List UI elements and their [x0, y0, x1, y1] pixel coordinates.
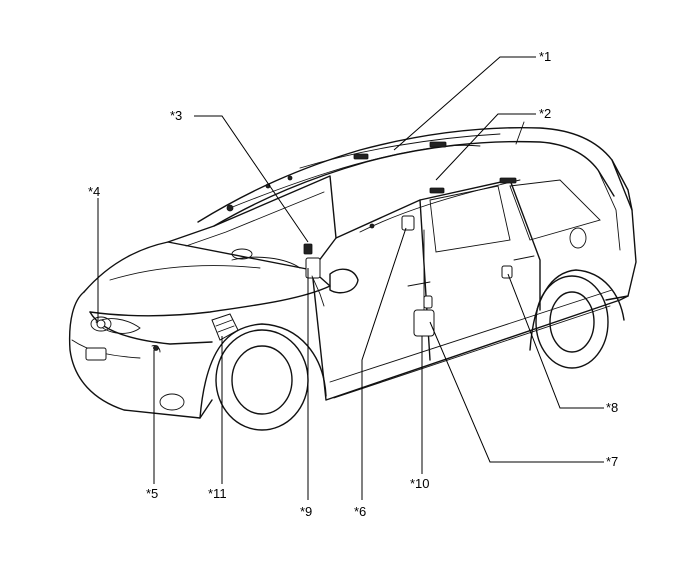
callout-3: *3	[170, 108, 182, 123]
callout-5: *5	[146, 486, 158, 501]
front-pillar-sensor	[303, 243, 313, 255]
leader-line-1	[393, 56, 536, 151]
leader-lines	[97, 56, 604, 500]
curtain-shield-airbag	[226, 141, 481, 212]
leader-line-8	[507, 273, 604, 409]
callout-11: *11	[208, 486, 227, 501]
rear-side-sensor	[501, 265, 513, 279]
callout-1: *1	[539, 49, 551, 64]
callout-10: *10	[410, 476, 430, 491]
front-seat-belt-retractor	[305, 257, 325, 307]
leader-line-6	[361, 227, 407, 500]
center-pillar-side-sensor	[401, 215, 415, 231]
callout-9: *9	[300, 504, 312, 519]
callout-8: *8	[606, 400, 618, 415]
leader-line-2	[435, 113, 536, 181]
rear-curtain-airbag	[359, 177, 521, 233]
seat-belt-pretensioner	[413, 229, 435, 337]
front-airbag-sensor	[96, 319, 106, 329]
center-airbag-sensor-module	[211, 313, 239, 341]
callout-labels: *1 *2 *3 *4 *5 *6 *7 *8 *9 *10 *11	[88, 49, 618, 519]
leader-line-7	[429, 321, 604, 463]
callout-4: *4	[88, 184, 100, 199]
front-sensor-bracket	[151, 345, 161, 353]
callout-7: *7	[606, 454, 618, 469]
callout-6: *6	[354, 504, 366, 519]
callout-2: *2	[539, 106, 551, 121]
leader-line-3	[194, 115, 309, 243]
